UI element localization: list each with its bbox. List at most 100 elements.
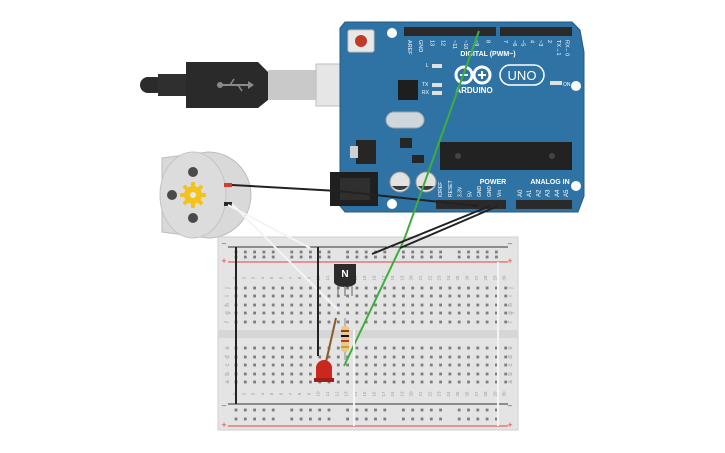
breadboard-hole[interactable] [243,346,247,350]
breadboard-hole[interactable] [402,320,405,324]
breadboard-hole[interactable] [318,320,322,324]
breadboard-hole[interactable] [327,294,331,298]
breadboard-hole[interactable] [392,320,396,324]
breadboard-hole[interactable] [485,311,489,315]
breadboard-hole[interactable] [253,363,256,367]
breadboard-hole[interactable] [495,355,498,359]
breadboard-hole[interactable] [411,346,415,350]
breadboard-hole[interactable] [504,320,508,324]
breadboard-hole[interactable] [364,380,368,384]
breadboard-hole[interactable] [262,294,266,298]
breadboard-hole[interactable] [467,372,470,376]
breadboard-hole[interactable] [439,286,442,290]
breadboard-hole[interactable] [402,355,405,359]
breadboard-hole[interactable] [281,346,284,350]
breadboard-hole[interactable] [336,303,340,307]
breadboard-hole[interactable] [253,346,256,350]
breadboard-hole[interactable] [429,303,433,307]
breadboard-hole[interactable] [290,355,294,359]
breadboard-rail-hole[interactable] [327,417,331,421]
breadboard-rail-hole[interactable] [420,408,424,412]
breadboard-hole[interactable] [429,363,433,367]
breadboard-hole[interactable] [383,311,387,315]
breadboard-hole[interactable] [411,286,415,290]
breadboard-hole[interactable] [336,320,340,324]
breadboard-hole[interactable] [271,346,275,350]
breadboard-hole[interactable] [243,320,247,324]
breadboard-rail-hole[interactable] [411,255,415,259]
breadboard-rail-hole[interactable] [420,417,424,421]
breadboard-hole[interactable] [346,303,349,307]
breadboard-hole[interactable] [262,303,266,307]
breadboard-hole[interactable] [290,294,294,298]
breadboard-hole[interactable] [364,286,368,290]
breadboard-rail-hole[interactable] [355,255,359,259]
breadboard-hole[interactable] [355,303,359,307]
breadboard-hole[interactable] [290,363,294,367]
breadboard-hole[interactable] [364,346,368,350]
breadboard-hole[interactable] [290,372,294,376]
breadboard-rail-hole[interactable] [271,250,275,254]
breadboard-hole[interactable] [309,380,312,384]
breadboard-hole[interactable] [374,363,377,367]
breadboard-hole[interactable] [243,303,247,307]
breadboard-rail-hole[interactable] [346,250,349,254]
breadboard-hole[interactable] [420,286,424,290]
breadboard-rail-hole[interactable] [457,408,461,412]
breadboard-rail-hole[interactable] [383,417,387,421]
breadboard-rail-hole[interactable] [318,250,322,254]
breadboard-hole[interactable] [243,355,247,359]
breadboard-rail-hole[interactable] [467,250,470,254]
breadboard-hole[interactable] [355,346,359,350]
breadboard-hole[interactable] [448,380,452,384]
breadboard-hole[interactable] [281,294,284,298]
breadboard-hole[interactable] [346,372,349,376]
breadboard-hole[interactable] [402,303,405,307]
breadboard-hole[interactable] [364,294,368,298]
breadboard-hole[interactable] [383,380,387,384]
wire-motor-to-transistor[interactable] [231,203,339,311]
breadboard-rail-hole[interactable] [457,250,461,254]
breadboard-hole[interactable] [448,303,452,307]
breadboard-hole[interactable] [476,311,480,315]
breadboard-hole[interactable] [467,303,470,307]
breadboard-hole[interactable] [476,372,480,376]
breadboard-rail-hole[interactable] [318,255,322,259]
npn-transistor[interactable]: N [334,264,356,296]
breadboard-rail-hole[interactable] [253,408,256,412]
breadboard-hole[interactable] [262,363,266,367]
breadboard-hole[interactable] [429,346,433,350]
breadboard-hole[interactable] [504,363,508,367]
breadboard-hole[interactable] [374,320,377,324]
breadboard-hole[interactable] [299,355,303,359]
breadboard-hole[interactable] [485,294,489,298]
breadboard-hole[interactable] [299,363,303,367]
breadboard-hole[interactable] [309,346,312,350]
breadboard-hole[interactable] [448,355,452,359]
breadboard-hole[interactable] [243,311,247,315]
breadboard-rail-hole[interactable] [299,255,303,259]
breadboard-hole[interactable] [495,320,498,324]
breadboard-hole[interactable] [355,380,359,384]
breadboard-rail-hole[interactable] [243,417,247,421]
breadboard-hole[interactable] [309,286,312,290]
breadboard-hole[interactable] [448,311,452,315]
breadboard-hole[interactable] [383,372,387,376]
breadboard-hole[interactable] [318,286,322,290]
wires[interactable] [227,30,499,426]
breadboard-hole[interactable] [420,303,424,307]
breadboard-hole[interactable] [411,320,415,324]
breadboard-hole[interactable] [383,294,387,298]
breadboard-hole[interactable] [429,380,433,384]
breadboard-hole[interactable] [392,311,396,315]
reset-button[interactable] [347,29,375,53]
breadboard-hole[interactable] [411,311,415,315]
breadboard-rail-hole[interactable] [402,255,405,259]
breadboard-rail-hole[interactable] [467,255,470,259]
breadboard-hole[interactable] [467,294,470,298]
breadboard-hole[interactable] [271,355,275,359]
breadboard-hole[interactable] [392,372,396,376]
breadboard-hole[interactable] [253,320,256,324]
breadboard-hole[interactable] [364,320,368,324]
breadboard-hole[interactable] [420,294,424,298]
